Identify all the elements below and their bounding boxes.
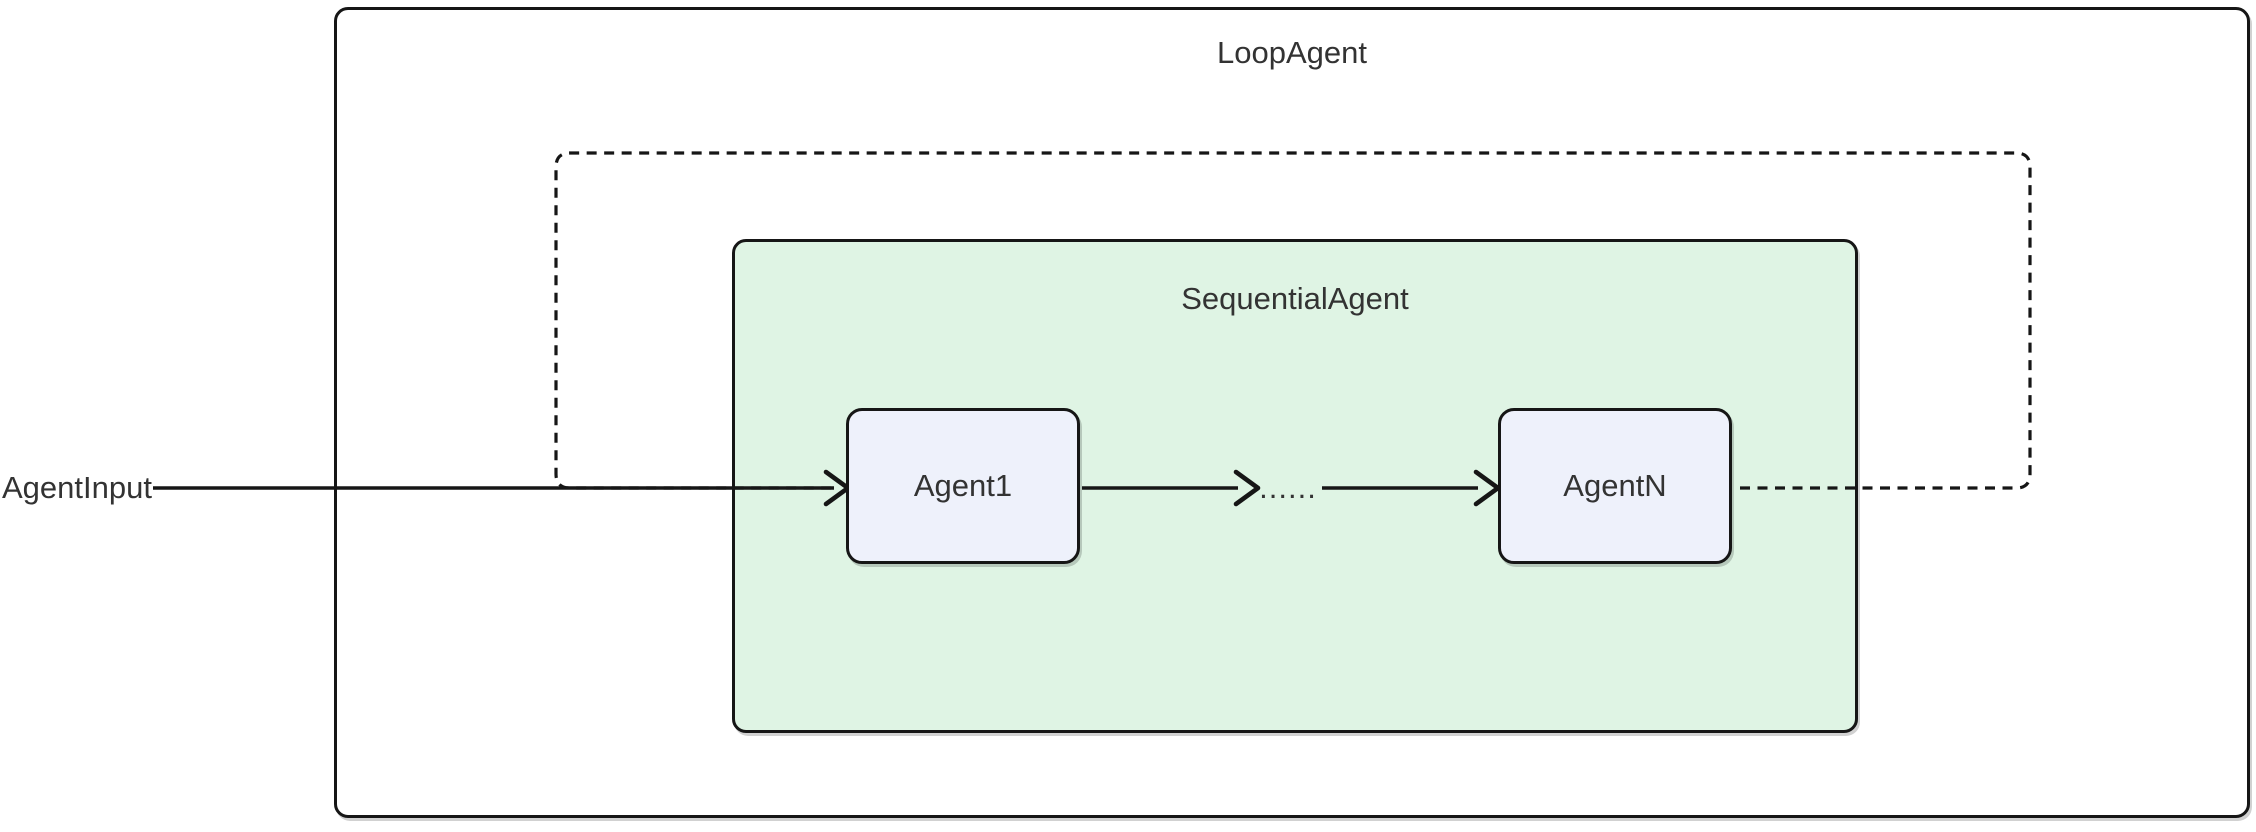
loopback-dashed-edge	[554, 151, 2032, 490]
sequentialagent-label: SequentialAgent	[1181, 281, 1409, 316]
node-agent1-label: Agent1	[913, 468, 1013, 503]
node-agentn-label: AgentN	[1563, 468, 1667, 503]
edge-ellipsis-label: ......	[1259, 470, 1317, 505]
node-agentn: AgentN	[1498, 408, 1732, 564]
arrowhead-into-agentn	[1473, 469, 1501, 507]
agentinput-label: AgentInput	[2, 470, 152, 505]
arrowhead-before-ellipsis	[1233, 469, 1261, 507]
node-agent1: Agent1	[846, 408, 1080, 564]
loopagent-label: LoopAgent	[1217, 35, 1367, 70]
